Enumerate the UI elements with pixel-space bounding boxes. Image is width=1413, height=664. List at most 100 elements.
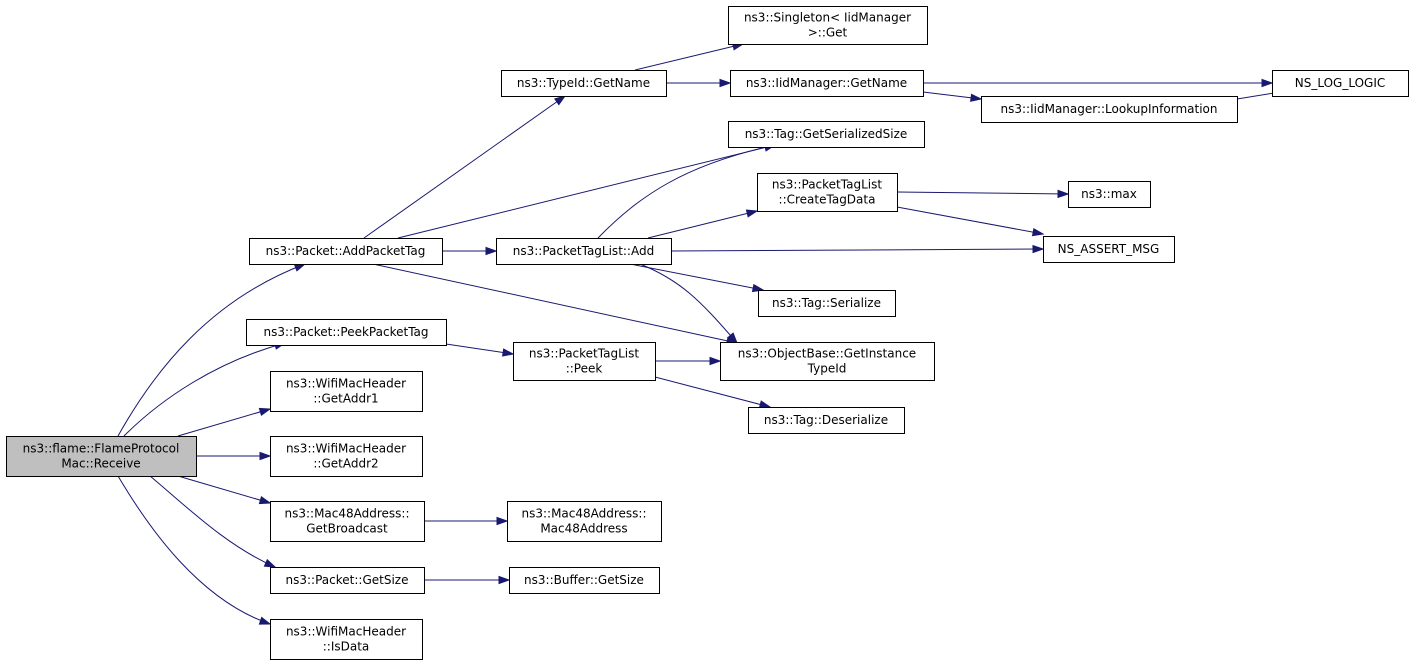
node-ns-assert-msg[interactable]: NS_ASSERT_MSG xyxy=(1043,236,1175,263)
node-label: ::CreateTagData xyxy=(779,193,876,207)
node-label: ns3::Mac48Address:: xyxy=(284,507,409,521)
edge-add_packet_tag-to-tag_get_serialized_size xyxy=(397,144,776,239)
node-box[interactable] xyxy=(246,319,447,346)
node-singleton-get[interactable]: ns3::Singleton< IidManager>::Get xyxy=(728,6,928,45)
node-label: ns3::PacketTagList xyxy=(772,178,882,192)
node-box[interactable] xyxy=(496,238,672,265)
node-label: ::IsData xyxy=(323,640,370,654)
node-label: TypeId xyxy=(807,362,847,376)
node-box[interactable] xyxy=(1068,181,1151,208)
node-label: ns3::PacketTagList::Add xyxy=(513,244,654,258)
edge-ptl_add-to-get_instance_type_id xyxy=(639,263,738,344)
node-box[interactable] xyxy=(270,371,423,412)
node-box[interactable] xyxy=(728,121,925,148)
arrowhead-peek_packet_tag-to-ptl_peek xyxy=(501,348,515,357)
arrowhead-ptl_peek-to-tag_deserialize xyxy=(758,400,772,409)
node-lookup-information[interactable]: ns3::IidManager::LookupInformation xyxy=(981,96,1238,123)
node-add-packet-tag[interactable]: ns3::Packet::AddPacketTag xyxy=(249,238,443,265)
node-label: ns3::max xyxy=(1081,187,1137,201)
node-label: ns3::ObjectBase::GetInstance xyxy=(738,347,916,361)
node-box[interactable] xyxy=(270,567,425,594)
node-label: ns3::Packet::PeekPacketTag xyxy=(263,325,428,339)
node-ptl-add[interactable]: ns3::PacketTagList::Add xyxy=(496,238,672,265)
node-get-addr1[interactable]: ns3::WifiMacHeader::GetAddr1 xyxy=(270,371,423,412)
edge-root-to-packet_get_size xyxy=(149,475,276,568)
node-packet-get-size[interactable]: ns3::Packet::GetSize xyxy=(270,567,425,594)
arrowhead-get_broadcast-to-mac48_address xyxy=(496,516,509,526)
arrowhead-typeid_get_name-to-iid_get_name xyxy=(719,78,732,88)
arrowhead-create_tag_data-to-ns_assert_msg xyxy=(1031,227,1045,237)
node-box[interactable] xyxy=(981,96,1238,123)
edge-ptl_peek-to-tag_deserialize xyxy=(654,376,771,408)
node-box[interactable] xyxy=(720,342,935,381)
node-label: Mac48Address xyxy=(540,522,627,536)
node-label: ns3::TypeId::GetName xyxy=(517,76,650,90)
node-get-addr2[interactable]: ns3::WifiMacHeader::GetAddr2 xyxy=(270,436,423,477)
edge-ptl_add-to-create_tag_data xyxy=(647,210,758,239)
node-box[interactable] xyxy=(270,436,423,477)
node-label: Mac::Receive xyxy=(61,457,140,471)
node-label: ns3::WifiMacHeader xyxy=(286,625,406,639)
node-create-tag-data[interactable]: ns3::PacketTagList::CreateTagData xyxy=(757,173,898,212)
node-box[interactable] xyxy=(507,501,662,542)
node-ptl-peek[interactable]: ns3::PacketTagList::Peek xyxy=(513,342,656,381)
arrowhead-iid_get_name-to-ns_log_logic xyxy=(1261,78,1274,88)
arrowhead-root-to-get_addr2 xyxy=(259,451,272,461)
node-tag-deserialize[interactable]: ns3::Tag::Deserialize xyxy=(748,407,905,434)
node-box[interactable] xyxy=(270,619,423,660)
node-box[interactable] xyxy=(249,238,443,265)
node-max[interactable]: ns3::max xyxy=(1068,181,1151,208)
node-buffer-get-size[interactable]: ns3::Buffer::GetSize xyxy=(509,567,660,594)
node-peek-packet-tag[interactable]: ns3::Packet::PeekPacketTag xyxy=(246,319,447,346)
node-mac48-address[interactable]: ns3::Mac48Address::Mac48Address xyxy=(507,501,662,542)
node-label: NS_ASSERT_MSG xyxy=(1058,242,1160,256)
arrowhead-create_tag_data-to-max xyxy=(1057,189,1070,199)
node-box[interactable] xyxy=(1043,236,1175,263)
node-label: ns3::PacketTagList xyxy=(529,347,639,361)
node-label: ns3::WifiMacHeader xyxy=(286,442,406,456)
node-box[interactable] xyxy=(1272,70,1409,97)
arrowhead-add_packet_tag-to-typeid_get_name xyxy=(553,95,567,106)
arrowhead-iid_get_name-to-lookup_information xyxy=(970,93,983,102)
node-box[interactable] xyxy=(757,173,898,212)
arrowhead-ptl_add-to-ns_assert_msg xyxy=(1032,244,1045,254)
arrowhead-root-to-get_addr1 xyxy=(258,407,272,416)
edge-root-to-peek_packet_tag xyxy=(123,342,286,437)
node-box[interactable] xyxy=(509,567,660,594)
edge-peek_packet_tag-to-ptl_peek xyxy=(445,343,514,355)
arrowhead-root-to-add_packet_tag xyxy=(293,263,307,272)
node-box[interactable] xyxy=(748,407,905,434)
node-box[interactable] xyxy=(728,6,928,45)
node-box[interactable] xyxy=(758,290,896,317)
arrowhead-root-to-is_data xyxy=(258,616,272,625)
call-edges xyxy=(117,42,1288,625)
arrowhead-packet_get_size-to-buffer_get_size xyxy=(498,575,511,585)
node-iid-get-name[interactable]: ns3::IidManager::GetName xyxy=(730,70,924,97)
node-label: ns3::flame::FlameProtocol xyxy=(23,442,180,456)
node-box[interactable] xyxy=(501,70,667,97)
node-tag-serialize[interactable]: ns3::Tag::Serialize xyxy=(758,290,896,317)
edge-root-to-get_addr1 xyxy=(177,408,271,437)
arrowhead-ptl_add-to-create_tag_data xyxy=(745,209,759,218)
edge-ptl_add-to-tag_serialize xyxy=(629,263,764,291)
node-box[interactable] xyxy=(513,342,656,381)
node-typeid-get-name[interactable]: ns3::TypeId::GetName xyxy=(501,70,667,97)
call-nodes: ns3::flame::FlameProtocolMac::Receivens3… xyxy=(6,6,1409,660)
node-label: ns3::Buffer::GetSize xyxy=(524,573,644,587)
edge-add_packet_tag-to-typeid_get_name xyxy=(363,95,566,239)
node-box[interactable] xyxy=(730,70,924,97)
node-box[interactable] xyxy=(6,436,197,477)
node-get-broadcast[interactable]: ns3::Mac48Address::GetBroadcast xyxy=(270,501,425,542)
node-label: ns3::Tag::GetSerializedSize xyxy=(745,127,908,141)
node-is-data[interactable]: ns3::WifiMacHeader::IsData xyxy=(270,619,423,660)
node-box[interactable] xyxy=(270,501,425,542)
edge-create_tag_data-to-ns_assert_msg xyxy=(896,206,1044,235)
edge-root-to-get_broadcast xyxy=(177,475,271,504)
node-tag-get-serialized-size[interactable]: ns3::Tag::GetSerializedSize xyxy=(728,121,925,148)
node-ns-log-logic[interactable]: NS_LOG_LOGIC xyxy=(1272,70,1409,97)
node-label: ns3::Packet::AddPacketTag xyxy=(266,244,426,258)
edge-add_packet_tag-to-get_instance_type_id xyxy=(372,263,738,344)
